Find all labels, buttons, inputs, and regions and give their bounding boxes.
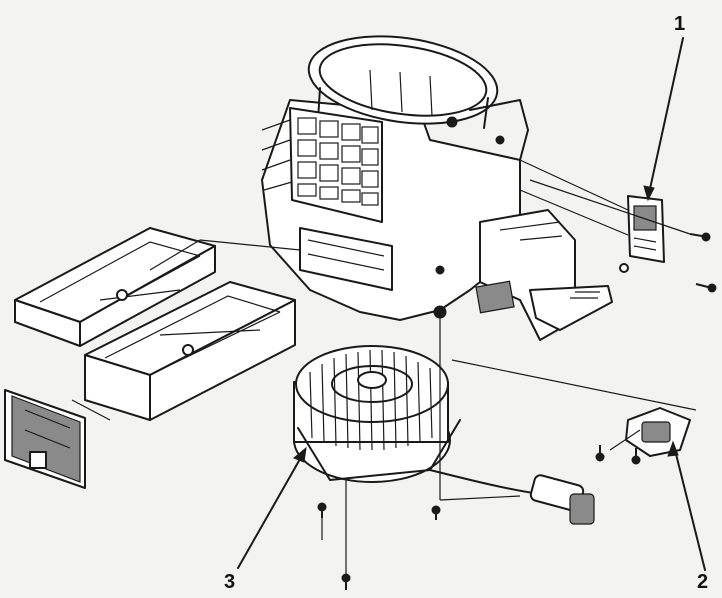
- blower-housing: [261, 35, 613, 341]
- callout-pointers: [237, 37, 706, 571]
- motor-connector: [529, 474, 595, 525]
- blower-motor-assembly: [293, 345, 595, 525]
- filter-frame-upper: [14, 227, 216, 347]
- filter-frame-lower: [84, 281, 296, 421]
- screws: [317, 232, 717, 590]
- callout-3: 3: [224, 571, 236, 593]
- callout-1: 1: [674, 13, 686, 35]
- blower-resistor: [619, 195, 665, 273]
- leader-lines: [71, 159, 697, 575]
- callout-2: 2: [697, 571, 709, 593]
- filter-access-cover: [4, 389, 86, 489]
